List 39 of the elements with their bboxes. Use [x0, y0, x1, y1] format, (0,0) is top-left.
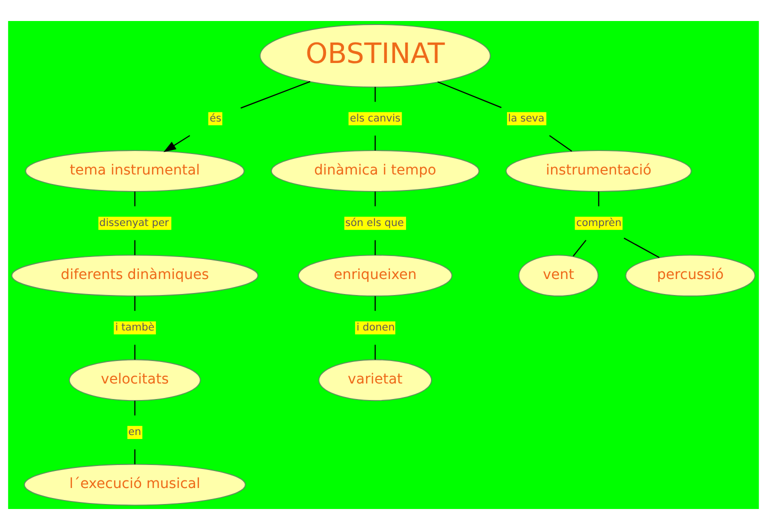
node-ellipse: varietat	[318, 358, 432, 401]
node-box: i donen	[355, 320, 396, 334]
connector	[134, 448, 136, 464]
connector	[374, 191, 376, 206]
connector	[374, 296, 376, 310]
node-ellipse: tema instrumental	[25, 150, 245, 192]
node-box: són els que	[344, 216, 406, 230]
node-box: en	[127, 425, 142, 438]
arrow	[163, 134, 190, 152]
node-ellipse: enriqueixen	[298, 254, 452, 296]
node-box: és	[208, 112, 222, 125]
connector	[134, 400, 136, 415]
connector	[374, 135, 376, 150]
node-box: els canvis	[348, 112, 402, 125]
connector	[134, 344, 136, 360]
node-ellipse: percussió	[625, 254, 756, 296]
connector	[572, 239, 586, 256]
node-box: i tambè	[114, 320, 156, 334]
connector	[374, 240, 376, 255]
connector	[240, 80, 310, 108]
node-ellipse: velocitats	[68, 358, 201, 401]
node-ellipse: diferents dinàmiques	[11, 254, 258, 296]
node-ellipse: l´execució musical	[24, 463, 246, 506]
node-box: comprèn	[574, 216, 623, 230]
connector	[374, 86, 376, 102]
connector	[134, 296, 136, 310]
connector	[624, 237, 660, 258]
node-box: dissenyat per	[98, 216, 172, 230]
node-ellipse: vent	[518, 254, 599, 296]
node-ellipse: dinàmica i tempo	[270, 150, 480, 192]
connector	[134, 191, 136, 206]
connector	[134, 240, 136, 255]
connector	[437, 80, 502, 108]
connector	[549, 134, 572, 152]
node-ellipse: instrumentació	[506, 150, 692, 192]
node-ellipse: OBSTINAT	[260, 24, 491, 88]
connector	[374, 344, 376, 360]
node-box: la seva	[507, 112, 546, 125]
connector	[598, 191, 600, 206]
